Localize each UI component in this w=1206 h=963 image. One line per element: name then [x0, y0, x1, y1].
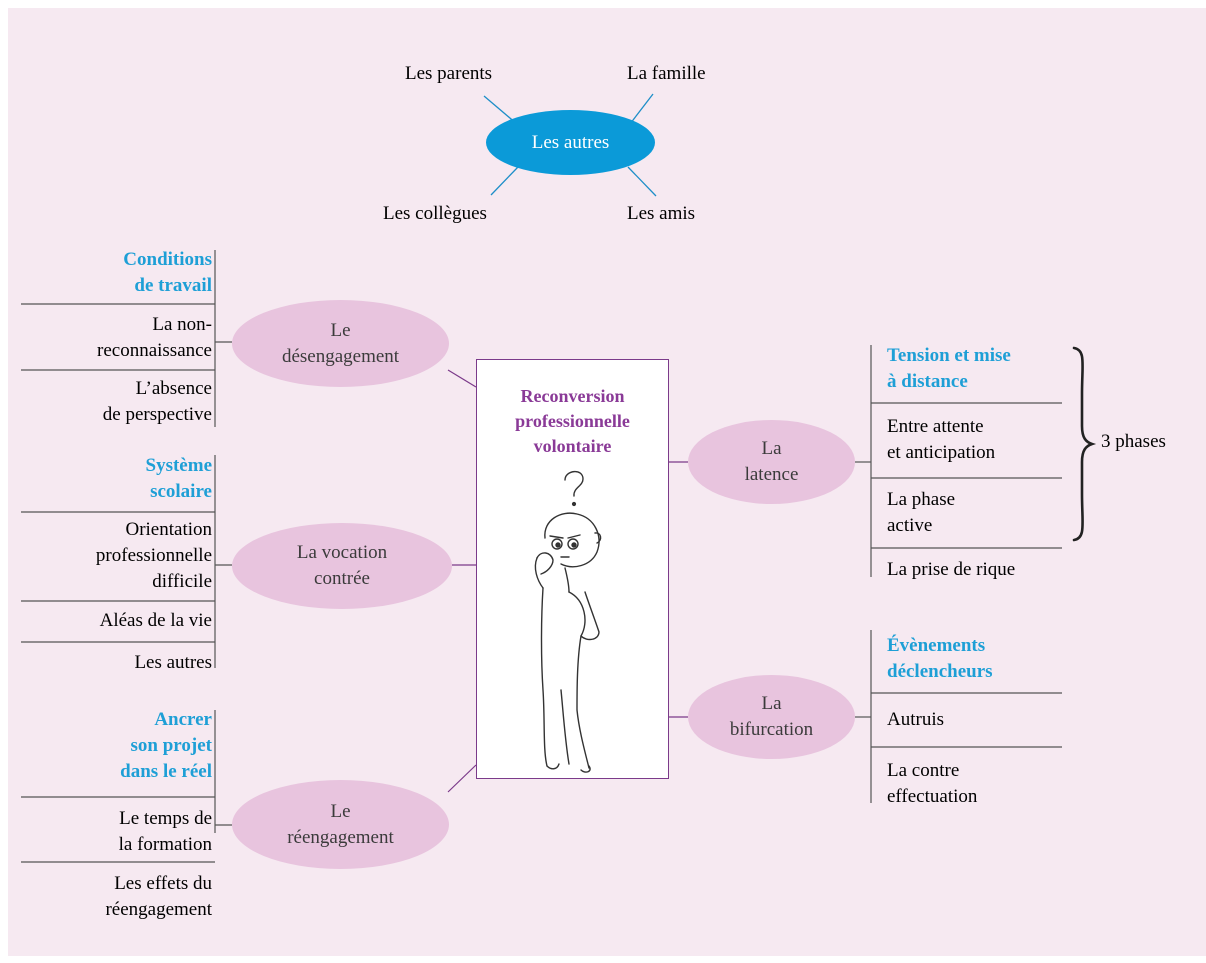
oval-latence: La latence [688, 420, 855, 504]
latence-item: Entre attente et anticipation [887, 416, 996, 463]
oval-vocation: La vocation contrée [232, 523, 452, 609]
connector-reengagement [447, 764, 477, 793]
connector-collegues [490, 166, 519, 196]
brace-label: 3 phases [1101, 431, 1166, 452]
oval-desengagement-label: Le désengagement [281, 319, 400, 367]
bifurcation-item: La contre effectuation [887, 760, 978, 807]
oval-latence-label: La latence [744, 438, 799, 485]
reengagement-title: Ancrer son projet dans le réel [120, 709, 212, 782]
bifurcation-item: Autruis [887, 709, 944, 730]
vocation-item: Orientation professionnelle difficile [95, 519, 212, 592]
top-item-amis: Les amis [627, 203, 696, 224]
top-item-collegues: Les collègues [383, 203, 487, 224]
center-box: Reconversion professionnelle volontaire [476, 359, 669, 779]
latence-item: La phase active [887, 489, 956, 536]
oval-les-autres-label: Les autres [531, 131, 610, 153]
vocation-title: Système scolaire [145, 455, 212, 502]
latence-item: La prise de rique [887, 559, 1016, 580]
bifurcation-title: Évènements déclencheurs [887, 635, 993, 682]
reengagement-item: Le temps de la formation [118, 808, 212, 855]
oval-bifurcation: La bifurcation [688, 675, 855, 759]
oval-desengagement: Le désengagement [232, 300, 449, 387]
connector-desengagement [447, 369, 477, 388]
center-title: Reconversion professionnelle volontaire [515, 386, 630, 456]
connector-amis [627, 166, 657, 197]
oval-reengagement: Le réengagement [232, 780, 449, 869]
top-item-famille: La famille [627, 63, 706, 84]
vocation-item: Les autres [134, 652, 212, 673]
brace-icon [1072, 346, 1097, 542]
vocation-item: Aléas de la vie [99, 610, 212, 631]
thinking-person-icon [534, 470, 602, 773]
top-item-parents: Les parents [405, 63, 493, 84]
oval-bifurcation-label: La bifurcation [729, 693, 814, 740]
latence-title: Tension et mise à distance [887, 345, 1011, 392]
desengagement-item: L’absence de perspective [102, 378, 212, 425]
connector-famille [629, 93, 654, 125]
oval-vocation-label: La vocation contrée [296, 542, 388, 589]
desengagement-title: Conditions de travail [123, 249, 212, 296]
oval-reengagement-label: Le réengagement [287, 800, 394, 848]
oval-les-autres: Les autres [486, 110, 655, 175]
desengagement-item: La non- reconnaissance [97, 314, 212, 361]
reengagement-item: Les effets du réengagement [105, 873, 212, 920]
